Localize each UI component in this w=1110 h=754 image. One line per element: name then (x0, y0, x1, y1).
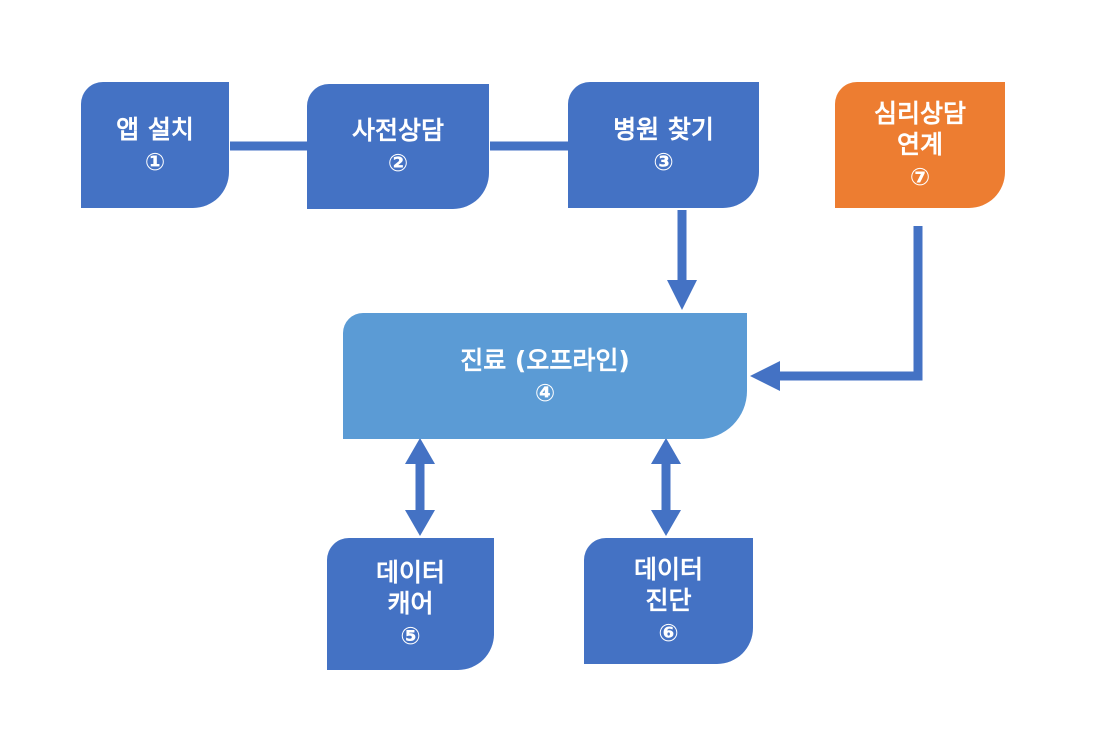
node-find-hospital: 병원 찾기 ③ (568, 82, 759, 208)
node-treatment-number: ④ (534, 378, 556, 407)
node-treatment-label: 진료 (오프라인) (460, 345, 630, 375)
node-data-care-number: ⑤ (400, 622, 421, 650)
node-treatment: 진료 (오프라인) ④ (343, 313, 747, 439)
node-data-diagnosis-label-1: 데이터 (633, 555, 703, 584)
double-arrow-4-5 (405, 438, 435, 536)
node-pre-consult: 사전상담 ② (307, 84, 489, 209)
node-find-hospital-label: 병원 찾기 (613, 114, 714, 144)
node-pre-consult-label: 사전상담 (351, 116, 444, 145)
node-data-diagnosis-label-2: 진단 (645, 586, 692, 615)
node-app-install-label: 앱 설치 (116, 114, 194, 144)
node-data-diagnosis-number: ⑥ (658, 619, 679, 647)
node-app-install-number: ① (144, 147, 166, 176)
arrow-7-4 (750, 226, 923, 391)
node-psych-consult-number: ⑦ (909, 163, 931, 191)
node-data-care: 데이터 캐어 ⑤ (327, 538, 494, 670)
node-psych-consult-label-2: 연계 (896, 130, 943, 159)
node-psych-consult-label-1: 심리상담 (873, 99, 966, 128)
double-arrow-4-6 (651, 438, 681, 536)
arrow-3-4 (667, 210, 697, 310)
node-find-hospital-number: ③ (653, 147, 674, 176)
node-psych-consult: 심리상담 연계 ⑦ (835, 82, 1005, 208)
node-data-diagnosis: 데이터 진단 ⑥ (584, 538, 753, 664)
node-data-care-label-1: 데이터 (375, 558, 445, 587)
node-pre-consult-number: ② (387, 149, 409, 177)
node-app-install: 앱 설치 ① (81, 82, 229, 208)
node-data-care-label-2: 캐어 (387, 589, 434, 618)
